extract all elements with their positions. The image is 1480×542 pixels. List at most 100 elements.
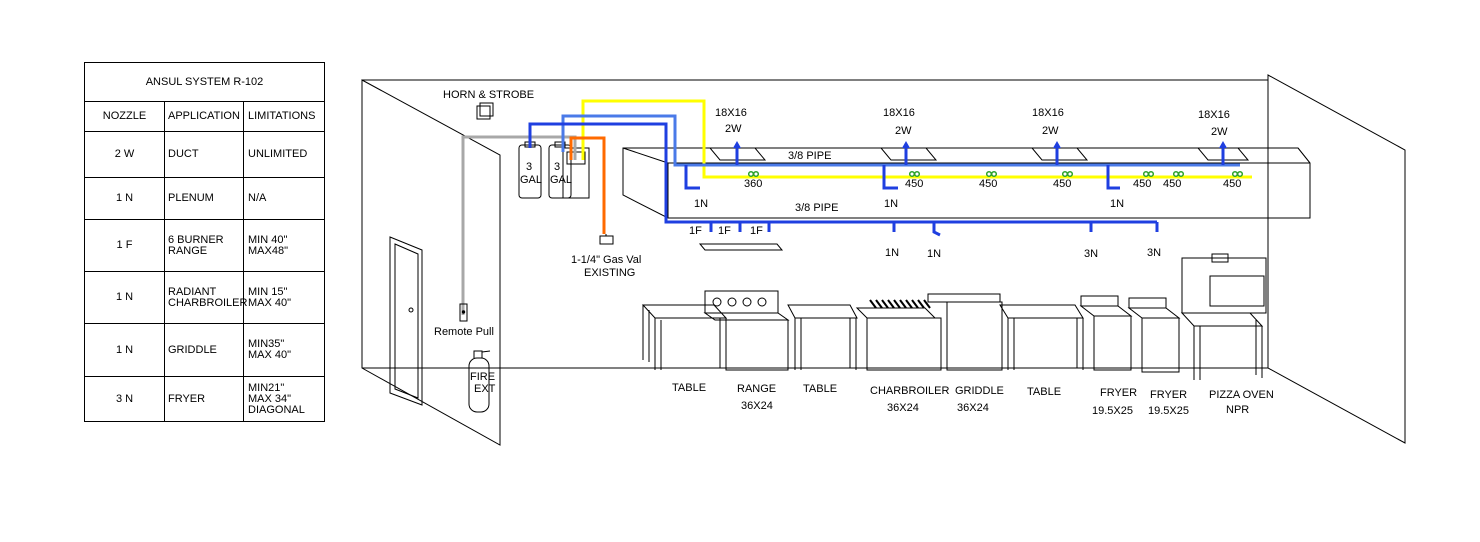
tank-1-unit: GAL bbox=[520, 174, 542, 186]
kitchen-equipment bbox=[641, 253, 1267, 380]
equipment-size-fryer: 19.5X25 bbox=[1148, 405, 1189, 417]
duct-collars bbox=[708, 147, 1250, 161]
pipe-yellow bbox=[581, 99, 1252, 179]
range-nozzle-label: 1F bbox=[750, 225, 763, 237]
horn-strobe-icon bbox=[476, 102, 494, 120]
flow-number: 450 bbox=[1163, 178, 1181, 190]
nozzle-cell: 3 N bbox=[85, 377, 165, 421]
equipment-size-charbroiler: 36X24 bbox=[887, 402, 919, 414]
range-grate bbox=[698, 243, 784, 251]
equipment-label-fryer: FRYER bbox=[1150, 389, 1187, 401]
pipe-size-label: 3/8 PIPE bbox=[788, 150, 831, 162]
application-cell: DUCT bbox=[165, 132, 244, 177]
application-cell: GRIDDLE bbox=[165, 324, 244, 376]
remote-pull-label: Remote Pull bbox=[434, 326, 494, 338]
equipment-label-table: TABLE bbox=[1027, 386, 1061, 398]
header-application: APPLICATION bbox=[165, 101, 244, 131]
hood bbox=[622, 147, 1311, 219]
gas-valve-status: EXISTING bbox=[584, 267, 635, 279]
limitations-cell: MIN35" MAX 40" bbox=[248, 338, 292, 361]
limitations-cell: UNLIMITED bbox=[248, 148, 308, 160]
legend-header-row: NOZZLE APPLICATION LIMITATIONS bbox=[85, 101, 324, 132]
nozzle-cell: 1 N bbox=[85, 324, 165, 376]
horn-strobe-label: HORN & STROBE bbox=[443, 89, 534, 101]
range-nozzle-label: 1F bbox=[718, 225, 731, 237]
nozzle-cell: 1 F bbox=[85, 220, 165, 271]
flow-number: 360 bbox=[744, 178, 762, 190]
equipment-label-pizza-oven: PIZZA OVEN bbox=[1209, 389, 1274, 401]
fire-extinguisher-icon bbox=[468, 350, 491, 413]
duct-size-label: 18X16 bbox=[715, 107, 747, 119]
duct-size-label: 18X16 bbox=[883, 107, 915, 119]
pipe-blue bbox=[528, 122, 1157, 224]
duct-size-label: 18X16 bbox=[1198, 109, 1230, 121]
room-walls bbox=[361, 74, 1406, 446]
legend-table: ANSUL SYSTEM R-102 NOZZLE APPLICATION LI… bbox=[84, 62, 325, 422]
legend-title: ANSUL SYSTEM R-102 bbox=[85, 63, 324, 102]
application-cell: PLENUM bbox=[165, 178, 244, 219]
legend-row: 2 W DUCT UNLIMITED bbox=[85, 132, 324, 178]
gas-valve-icon bbox=[599, 234, 614, 245]
equipment-size-range: 36X24 bbox=[741, 400, 773, 412]
charbroiler-grates bbox=[869, 299, 931, 309]
gas-line-orange bbox=[569, 136, 606, 234]
range-nozzle-label: 1F bbox=[689, 225, 702, 237]
equipment-label-table: TABLE bbox=[803, 383, 837, 395]
duct-nozzle-drops bbox=[733, 141, 1227, 165]
legend-row: 1 F 6 BURNER RANGE MIN 40" MAX48" bbox=[85, 220, 324, 272]
appliance-nozzle-label: 3N bbox=[1147, 247, 1161, 259]
equipment-label-charbroiler: CHARBROILER bbox=[870, 385, 950, 397]
fire-ext-label-1: FIRE bbox=[470, 371, 495, 383]
flow-number: 450 bbox=[979, 178, 997, 190]
appliance-nozzle-label: 3N bbox=[1084, 248, 1098, 260]
appliance-nozzle-drops bbox=[709, 222, 1159, 237]
nozzle-markers bbox=[747, 170, 1244, 178]
appliance-nozzle-label: 1N bbox=[885, 247, 899, 259]
detection-line-gray bbox=[461, 135, 577, 315]
remote-pull-icon bbox=[459, 303, 468, 322]
gas-valve-label: 1-1/4" Gas Val bbox=[571, 254, 641, 266]
nozzle-cell: 2 W bbox=[85, 132, 165, 177]
limitations-cell: MIN 15" MAX 40" bbox=[248, 285, 292, 309]
legend-row: 1 N GRIDDLE MIN35" MAX 40" bbox=[85, 324, 324, 377]
plenum-nozzle-label: 1N bbox=[884, 198, 898, 210]
header-limitations: LIMITATIONS bbox=[248, 109, 316, 122]
application-cell: 6 BURNER RANGE bbox=[165, 220, 244, 271]
equipment-label-range: RANGE bbox=[737, 383, 776, 395]
limitations-cell: MIN 40" MAX48" bbox=[248, 233, 288, 257]
fire-ext-label-2: EXT bbox=[474, 383, 496, 395]
equipment-label-table: TABLE bbox=[672, 382, 706, 394]
tank-2-size: 3 bbox=[554, 161, 560, 173]
door bbox=[389, 236, 423, 406]
legend-row: 3 N FRYER MIN21" MAX 34" DIAGONAL bbox=[85, 377, 324, 421]
duct-nozzle-label: 2W bbox=[1042, 125, 1059, 137]
flow-number: 450 bbox=[1133, 178, 1151, 190]
limitations-cell: N/A bbox=[248, 192, 267, 204]
application-cell: FRYER bbox=[165, 377, 244, 421]
header-nozzle: NOZZLE bbox=[85, 101, 165, 131]
pipe-size-label: 3/8 PIPE bbox=[795, 202, 838, 214]
flow-number: 450 bbox=[905, 178, 923, 190]
nozzle-cell: 1 N bbox=[85, 178, 165, 219]
plenum-nozzle-label: 1N bbox=[694, 198, 708, 210]
tank-2-unit: GAL bbox=[550, 174, 572, 186]
equipment-note-pizza-oven: NPR bbox=[1226, 404, 1249, 416]
pipe-light-blue bbox=[561, 114, 1240, 167]
duct-nozzle-label: 2W bbox=[725, 123, 742, 135]
equipment-size-fryer: 19.5X25 bbox=[1092, 405, 1133, 417]
application-cell: RADIANT CHARBROILER bbox=[165, 272, 247, 323]
flow-number: 450 bbox=[1053, 178, 1071, 190]
legend-row: 1 N RADIANT CHARBROILER MIN 15" MAX 40" bbox=[85, 272, 324, 324]
limitations-cell: MIN21" MAX 34" DIAGONAL bbox=[248, 381, 305, 416]
equipment-label-griddle: GRIDDLE bbox=[955, 385, 1004, 397]
duct-size-label: 18X16 bbox=[1032, 107, 1064, 119]
legend-row: 1 N PLENUM N/A bbox=[85, 178, 324, 220]
flow-number: 450 bbox=[1223, 178, 1241, 190]
equipment-label-fryer: FRYER bbox=[1100, 387, 1137, 399]
tank-1-size: 3 bbox=[526, 161, 532, 173]
plenum-nozzle-label: 1N bbox=[1110, 198, 1124, 210]
nozzle-cell: 1 N bbox=[85, 272, 165, 323]
duct-nozzle-label: 2W bbox=[1211, 126, 1228, 138]
equipment-size-griddle: 36X24 bbox=[957, 402, 989, 414]
